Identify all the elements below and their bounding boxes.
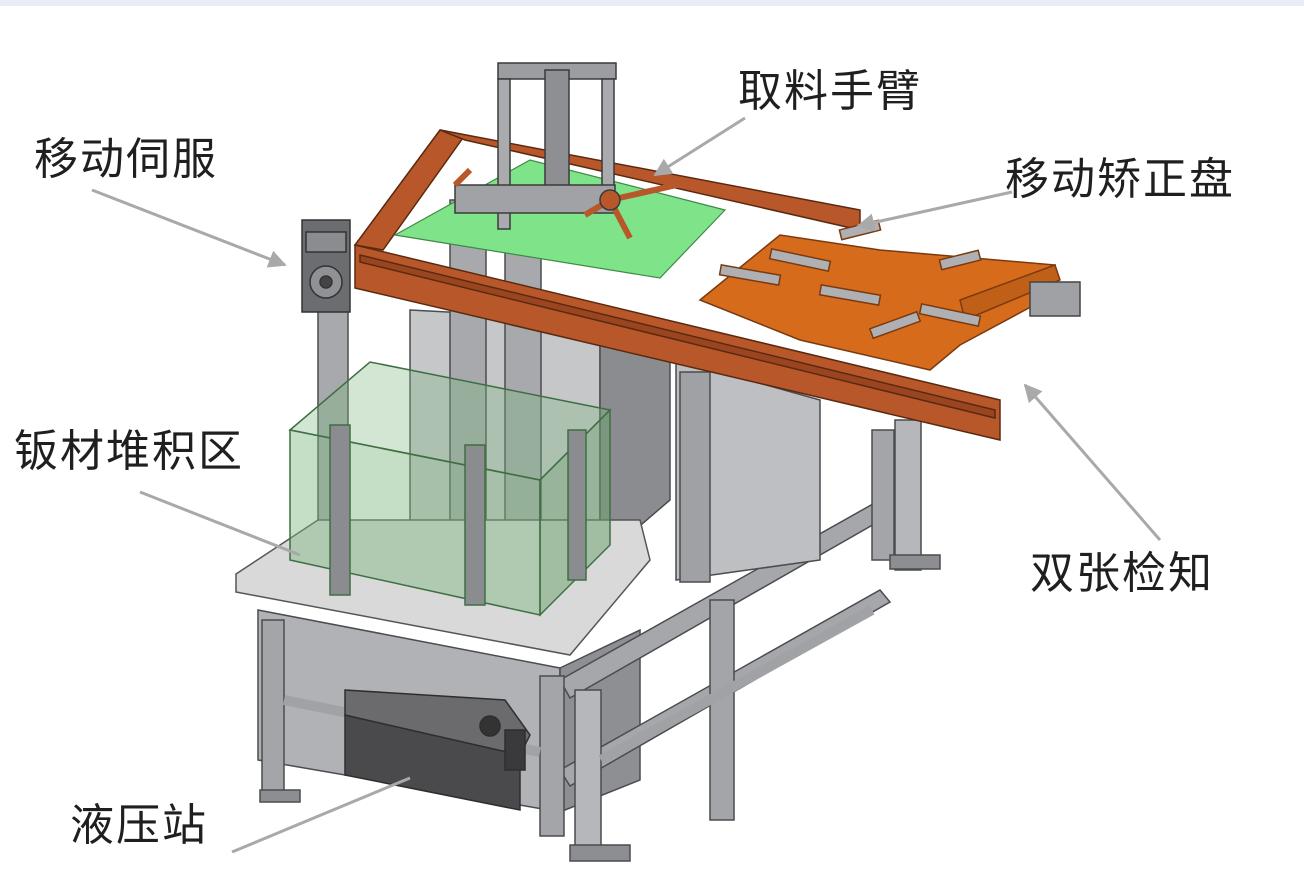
label-stack: 钣材堆积区 <box>14 426 244 477</box>
leader-servo <box>91 188 287 268</box>
leader-tray <box>856 190 1013 232</box>
top-border <box>0 0 1304 6</box>
leader-stack <box>139 490 301 557</box>
label-tray: 移动矫正盘 <box>1005 154 1235 205</box>
hydraulic-station <box>344 689 531 811</box>
label-servo: 移动伺服 <box>34 134 218 185</box>
label-arm: 取料手臂 <box>738 66 922 117</box>
leader-lines <box>91 116 1162 854</box>
label-double: 双张检知 <box>1030 548 1214 599</box>
leader-hydraulic <box>231 776 411 854</box>
leader-double <box>1023 383 1162 541</box>
servo-motor <box>301 219 351 313</box>
stack-box <box>288 361 612 617</box>
leader-arm <box>653 116 746 177</box>
picking-arm <box>452 62 691 240</box>
label-hydraulic: 液压站 <box>70 800 208 851</box>
